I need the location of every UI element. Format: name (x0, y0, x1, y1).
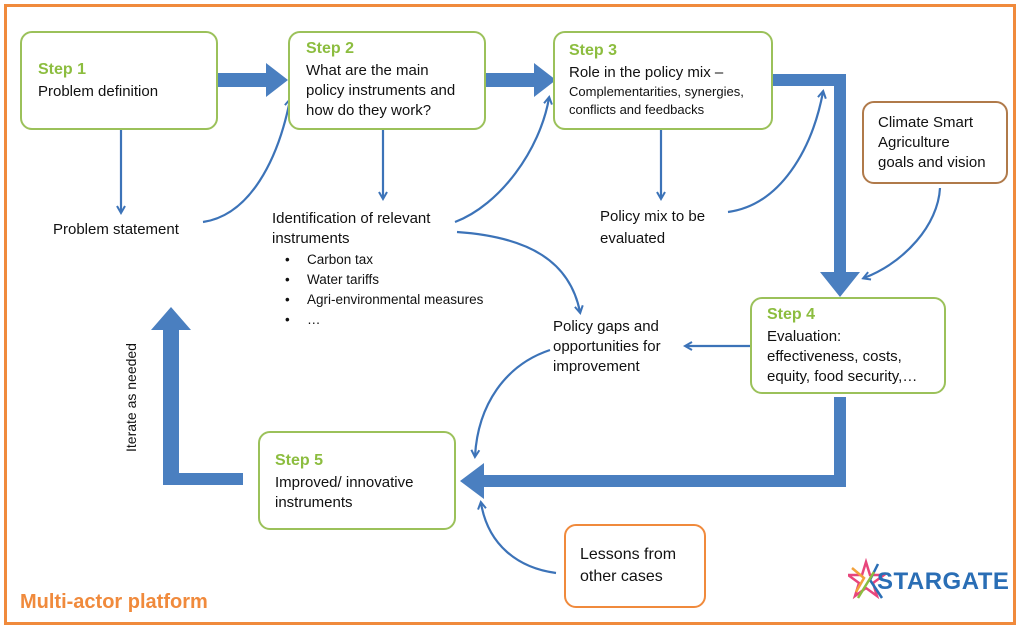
policy-mix-line2: evaluated (600, 230, 666, 247)
step4-line1: Evaluation: (767, 328, 842, 345)
csa-box: Climate Smart Agriculture goals and visi… (862, 101, 1008, 184)
platform-frame (4, 4, 1016, 625)
step5-box: Step 5 Improved/ innovative instruments (258, 431, 456, 530)
step3-line3: conflicts and feedbacks (569, 102, 705, 117)
step4-title: Step 4 (767, 306, 816, 323)
arrow-step3-step4 (773, 74, 860, 297)
arrow-step2-step3 (486, 63, 556, 97)
arrow-problem-step2 (202, 100, 290, 224)
lessons-line1: Lessons from (580, 546, 677, 563)
list-item: … (285, 310, 483, 330)
step1-text: Problem definition (38, 83, 159, 100)
stargate-star-icon (848, 558, 888, 600)
policy-mix-line1: Policy mix to be (600, 208, 706, 225)
thick-arrows (151, 63, 860, 499)
policy-gaps-line3: improvement (553, 358, 640, 375)
policy-gaps-label: Policy gaps and opportunities for improv… (553, 317, 661, 377)
policy-gaps-line1: Policy gaps and (553, 318, 659, 335)
logo-text: STARGATE (877, 568, 1010, 595)
step2-line1: What are the main (306, 62, 429, 79)
lessons-line2: other cases (580, 568, 663, 585)
arrow-policymix-step3b (727, 92, 823, 214)
arrow-lessons-step5 (481, 503, 557, 575)
step5-title: Step 5 (275, 452, 324, 469)
step3-box: Step 3 Role in the policy mix – Compleme… (553, 31, 773, 130)
step2-line2: policy instruments and (306, 82, 456, 99)
instrument-list: Carbon tax Water tariffs Agri-environmen… (285, 250, 483, 330)
step1-title: Step 1 (38, 61, 87, 78)
arrow-csa-step4 (864, 187, 942, 278)
arrow-identification-gaps (456, 230, 580, 312)
list-item: Carbon tax (285, 250, 483, 270)
step3-line2: Complementarities, synergies, (569, 84, 744, 99)
csa-line3: goals and vision (878, 154, 986, 171)
iterate-label: Iterate as needed (123, 343, 139, 452)
step2-line3: how do they work? (306, 102, 432, 119)
lessons-box: Lessons from other cases (564, 524, 706, 608)
identification-label: Identification of relevant instruments (272, 209, 430, 249)
step4-line2: effectiveness, costs, (767, 348, 902, 365)
policy-mix-label: Policy mix to be evaluated (600, 207, 705, 249)
step2-box: Step 2 What are the main policy instrume… (288, 31, 486, 130)
csa-line2: Agriculture (878, 134, 950, 151)
step1-box: Step 1 Problem definition (20, 31, 218, 130)
arrow-step4-step5 (460, 397, 846, 499)
arrow-step1-step2 (218, 63, 288, 97)
arrow-gaps-step5 (475, 348, 551, 456)
step5-line2: instruments (275, 494, 353, 511)
step2-title: Step 2 (306, 40, 355, 57)
step4-line3: equity, food security,… (767, 368, 918, 385)
list-item: Agri-environmental measures (285, 290, 483, 310)
step5-line1: Improved/ innovative (275, 474, 414, 491)
arrow-identification-step3 (454, 98, 549, 224)
csa-line1: Climate Smart (878, 114, 974, 131)
policy-gaps-line2: opportunities for (553, 338, 661, 355)
identification-line2: instruments (272, 230, 350, 247)
identification-line1: Identification of relevant (272, 210, 431, 227)
step3-title: Step 3 (569, 42, 618, 59)
step4-box: Step 4 Evaluation: effectiveness, costs,… (750, 297, 946, 394)
problem-statement: Problem statement (53, 221, 179, 238)
list-item: Water tariffs (285, 270, 483, 290)
thin-arrows (121, 92, 942, 575)
arrow-iterate (151, 307, 243, 485)
platform-label: Multi-actor platform (20, 591, 208, 613)
step3-line1: Role in the policy mix – (569, 64, 724, 81)
